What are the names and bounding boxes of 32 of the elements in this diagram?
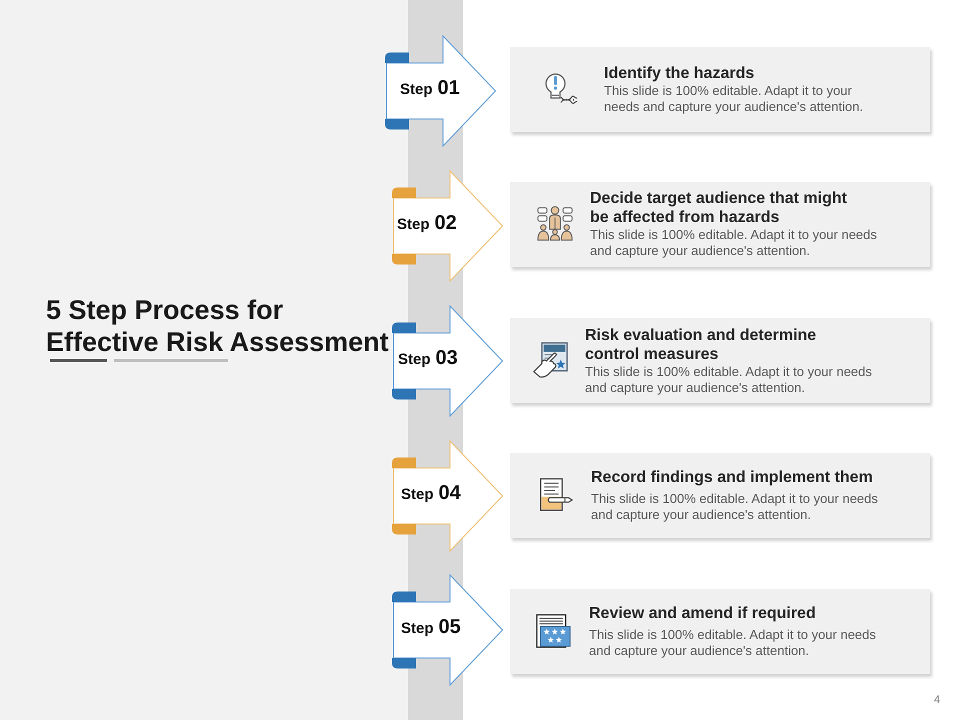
step-label: Step: [401, 620, 434, 637]
step-card: [510, 318, 930, 403]
step-heading: Risk evaluation and determine control measures: [585, 326, 818, 364]
page-number: 4: [934, 693, 940, 707]
step-label: Step: [398, 351, 431, 368]
step-card: [510, 47, 930, 132]
step-indicator: [392, 574, 504, 686]
step-indicator: [392, 170, 504, 282]
step-number: 03: [436, 347, 458, 370]
step-description: This slide is 100% editable. Adapt it to your needs and capture your audience's attention.: [604, 82, 864, 114]
step-label: Step: [400, 81, 433, 98]
step-indicator: [385, 35, 497, 147]
step-indicator: [392, 440, 504, 552]
step-description: This slide is 100% editable. Adapt it to your needs and capture your audience's attention.: [589, 626, 877, 658]
step-description: This slide is 100% editable. Adapt it to your needs and capture your audience's attention.: [591, 490, 879, 522]
step-heading: Review and amend if required: [589, 604, 817, 622]
step-number: 05: [438, 616, 461, 639]
step-description: This slide is 100% editable. Adapt it to your needs and capture your audience's attention.: [585, 364, 873, 396]
step-number: 04: [438, 482, 461, 505]
step-card: [510, 182, 930, 267]
step-heading: Decide target audience that might be affected from hazards: [590, 188, 848, 226]
step-card: [510, 453, 930, 538]
slide-title: 5 Step Process for Effective Risk Assessment: [46, 294, 390, 358]
step-number: 02: [434, 212, 457, 235]
step-label: Step: [401, 486, 434, 503]
step-description: This slide is 100% editable. Adapt it to your needs and capture your audience's attention.: [590, 226, 878, 258]
step-number: 01: [438, 77, 460, 100]
step-heading: Record findings and implement them: [591, 468, 874, 486]
step-card: [510, 589, 930, 674]
step-heading: Identify the hazards: [604, 64, 756, 82]
step-indicator: [392, 305, 504, 417]
step-label: Step: [397, 216, 430, 233]
